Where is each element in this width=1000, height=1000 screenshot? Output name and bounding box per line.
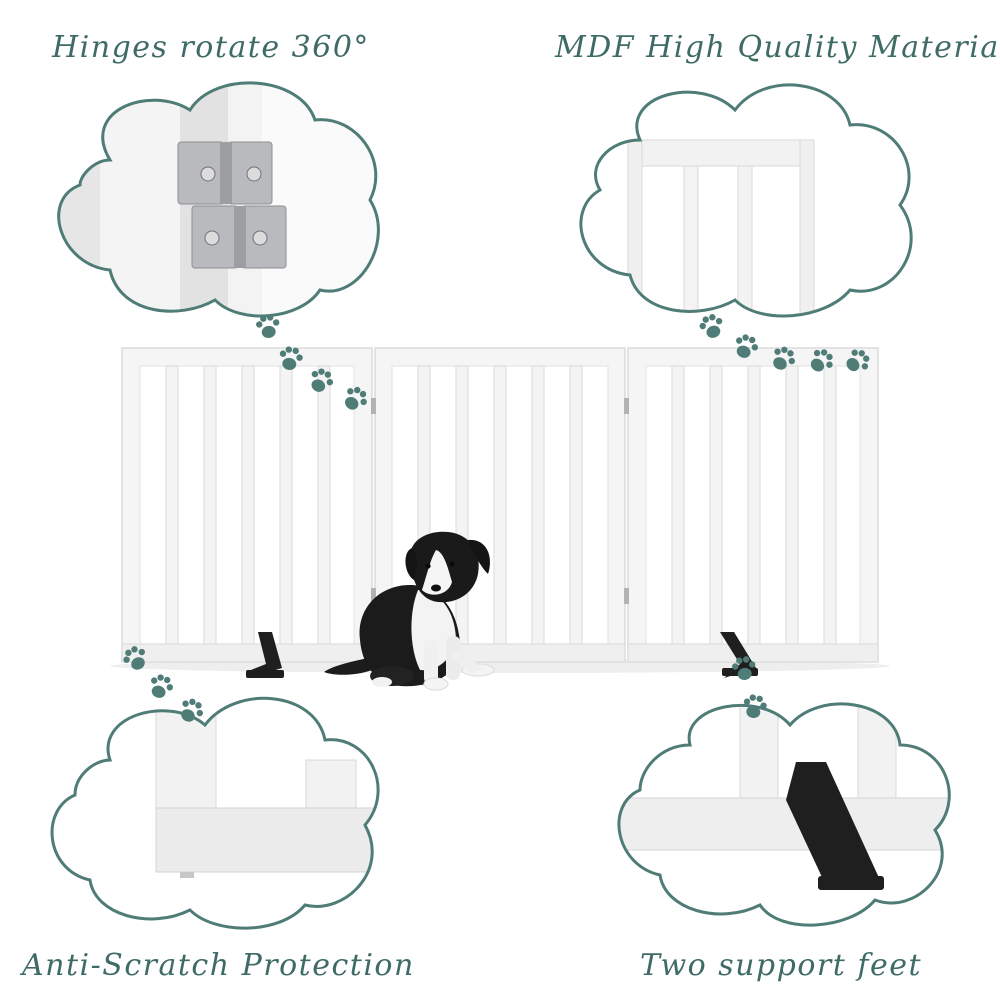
- support-foot-icon: [786, 762, 884, 890]
- callout-hinges: [57, 81, 380, 318]
- gate-panel-right: [627, 347, 879, 663]
- callout-support-feet: [617, 702, 951, 927]
- hinge-icon: [177, 141, 287, 269]
- caption-scratch: Anti-Scratch Protection: [22, 948, 415, 983]
- paw-icon: [696, 311, 727, 342]
- caption-hinges: Hinges rotate 360°: [52, 30, 370, 65]
- paw-icon: [146, 671, 176, 702]
- puppy-image: [324, 531, 495, 691]
- caption-material: MDF High Quality Material: [555, 30, 1000, 65]
- caption-feet: Two support feet: [640, 948, 923, 983]
- pet-gate: [110, 347, 890, 678]
- callout-material: [579, 83, 913, 318]
- hinge-icon: [371, 398, 629, 604]
- gate-panel-left: [121, 347, 373, 663]
- callout-anti-scratch: [50, 696, 380, 930]
